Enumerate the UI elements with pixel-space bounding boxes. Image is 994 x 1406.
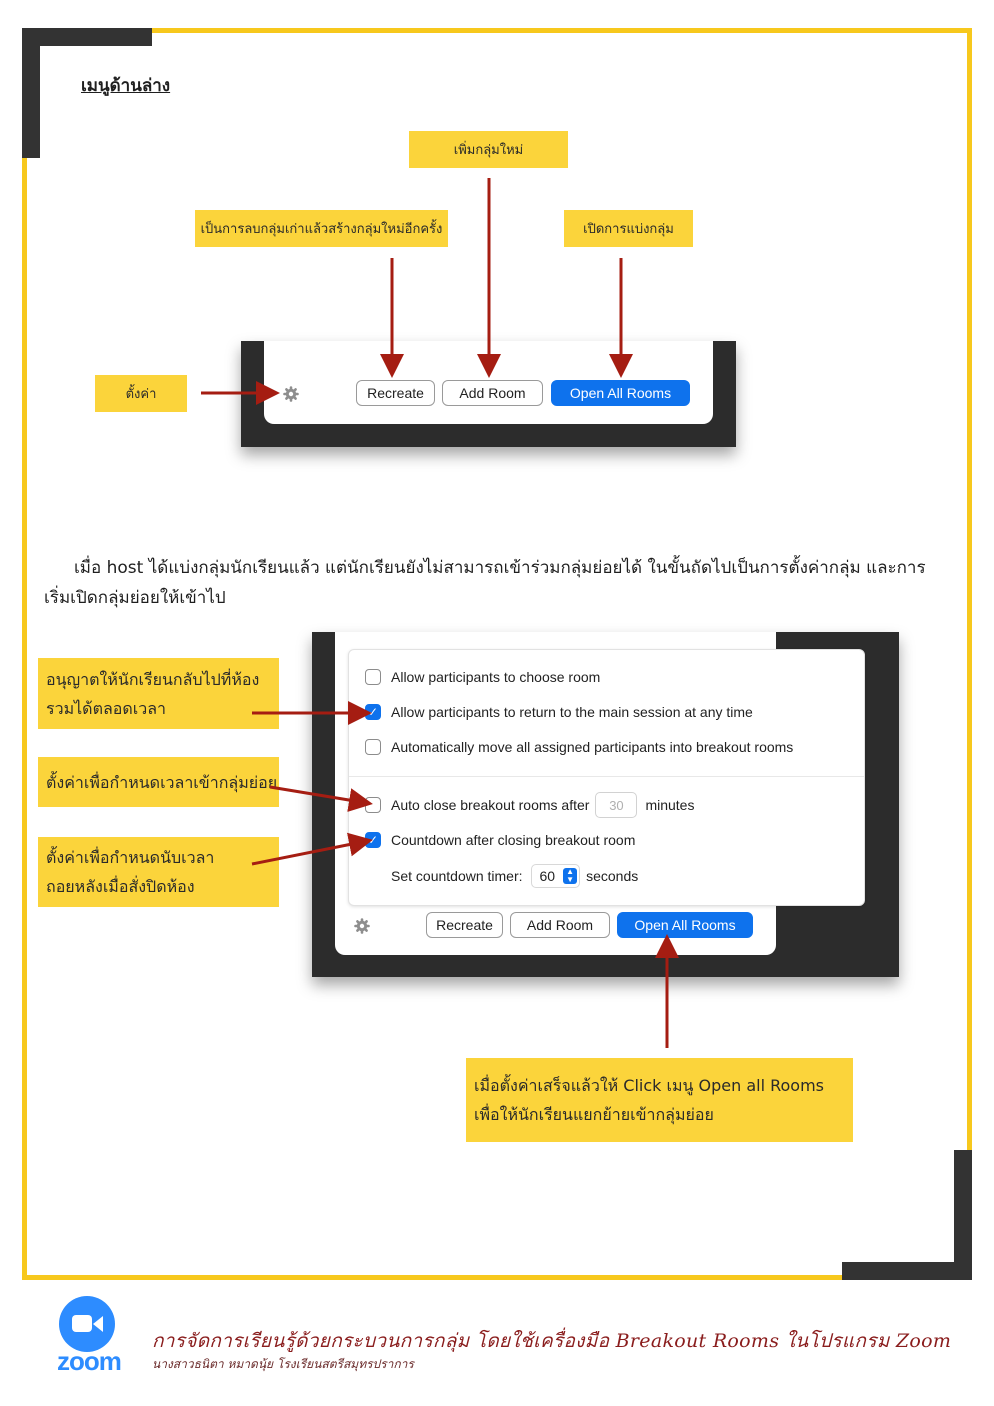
option-countdown-label: Countdown after closing breakout room (391, 832, 636, 848)
frame-top-border (22, 28, 972, 33)
callout-settings: ตั้งค่า (95, 375, 187, 412)
callout-add-room: เพิ่มกลุ่มใหม่ (409, 131, 568, 168)
option-auto-close[interactable]: Auto close breakout rooms after 30 minut… (365, 792, 695, 818)
frame-right-border (967, 28, 972, 1280)
countdown-timer-row: Set countdown timer: 60 ▲▼ seconds (391, 864, 639, 888)
callout-open-all: เมื่อตั้งค่าเสร็จแล้วให้ Click เมนู Open… (466, 1058, 853, 1142)
checkmark-icon: ✓ (367, 705, 379, 719)
gear-icon[interactable] (354, 918, 370, 934)
checkbox-choose-room[interactable] (365, 669, 381, 685)
option-choose-room-label: Allow participants to choose room (391, 669, 601, 685)
footer-title: การจัดการเรียนรู้ด้วยกระบวนการกลุ่ม โดยใ… (152, 1330, 952, 1352)
arrow-auto-close (269, 785, 373, 812)
countdown-timer-value: 60 (539, 868, 556, 884)
callout-countdown-line2: ถอยหลังเมื่อสั่งปิดห้อง (46, 877, 195, 896)
open-all-rooms-button[interactable]: Open All Rooms (551, 380, 690, 406)
callout-auto-close: ตั้งค่าเพื่อกำหนดเวลาเข้ากลุ่มย่อย (38, 757, 279, 807)
callout-open-all-line1: เมื่อตั้งค่าเสร็จแล้วให้ Click เมนู Open… (474, 1076, 825, 1095)
frame-left-border (22, 28, 27, 1280)
callout-countdown-line1: ตั้งค่าเพื่อกำหนดนับเวลา (46, 848, 215, 867)
auto-close-minutes-input[interactable]: 30 (595, 792, 638, 818)
instruction-paragraph: เมื่อ host ได้แบ่งกลุ่มนักเรียนแล้ว แต่น… (44, 558, 926, 608)
frame-corner-bottom-right-h (842, 1262, 972, 1280)
frame-corner-bottom-right-v (954, 1150, 972, 1280)
chevron-updown-icon: ▲▼ (563, 868, 578, 884)
options-card: Allow participants to choose room ✓ Allo… (348, 649, 865, 906)
callout-recreate: เป็นการลบกลุ่มเก่าแล้วสร้างกลุ่มใหม่อีกค… (195, 210, 448, 247)
option-choose-room[interactable]: Allow participants to choose room (365, 667, 600, 687)
frame-corner-top-left-h (22, 28, 152, 46)
option-auto-move-label: Automatically move all assigned particip… (391, 739, 794, 755)
callout-countdown: ตั้งค่าเพื่อกำหนดนับเวลา ถอยหลังเมื่อสั่… (38, 837, 279, 907)
checkbox-auto-move[interactable] (365, 739, 381, 755)
option-return-main-label: Allow participants to return to the main… (391, 704, 753, 720)
zoom-camera-icon (59, 1296, 115, 1352)
zoom-logo: zoom (48, 1296, 130, 1376)
options-divider (349, 776, 864, 777)
countdown-timer-select[interactable]: 60 ▲▼ (530, 864, 581, 888)
recreate-button[interactable]: Recreate (356, 380, 435, 406)
callout-open-all-line2: เพื่อให้นักเรียนแยกย้ายเข้ากลุ่มย่อย (474, 1105, 714, 1124)
frame-bottom-border (22, 1275, 972, 1280)
add-room-button[interactable]: Add Room (510, 912, 610, 938)
gear-icon[interactable] (283, 386, 299, 402)
checkmark-icon: ✓ (367, 833, 379, 847)
add-room-button[interactable]: Add Room (442, 380, 543, 406)
arrow-countdown (251, 832, 373, 866)
minutes-label: minutes (645, 797, 695, 813)
frame-corner-top-left-v (22, 28, 40, 158)
callout-open-rooms: เปิดการแบ่งกลุ่ม (564, 210, 693, 247)
callout-return-main-line1: อนุญาตให้นักเรียนกลับไปที่ห้อง (46, 669, 260, 689)
option-auto-close-label: Auto close breakout rooms after (391, 797, 590, 813)
countdown-timer-label: Set countdown timer: (391, 868, 523, 884)
zoom-logo-text: zoom (57, 1346, 122, 1376)
page-heading: เมนูด้านล่าง (81, 76, 171, 96)
open-all-rooms-button[interactable]: Open All Rooms (617, 912, 753, 938)
callout-return-main-line2: รวมได้ตลอดเวลา (46, 698, 166, 718)
footer-author: นางสาวธนิตา หมาดนุ้ย โรงเรียนสตรีสมุทรปร… (152, 1357, 414, 1371)
option-auto-move[interactable]: Automatically move all assigned particip… (365, 737, 793, 757)
seconds-label: seconds (586, 868, 639, 884)
recreate-button[interactable]: Recreate (426, 912, 503, 938)
callout-return-main: อนุญาตให้นักเรียนกลับไปที่ห้อง รวมได้ตลอ… (38, 658, 279, 729)
